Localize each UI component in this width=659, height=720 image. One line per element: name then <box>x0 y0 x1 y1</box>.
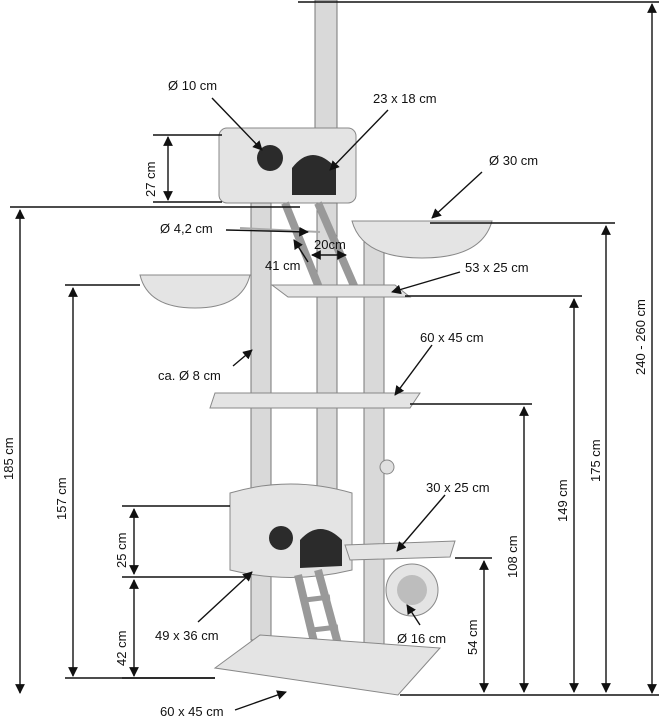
top-house-entrance <box>292 155 336 195</box>
label-height-total: 240 - 260 cm <box>633 299 648 375</box>
label-middle-platform-size: 60 x 45 cm <box>420 330 484 345</box>
top-house-round-hole <box>257 145 283 171</box>
label-ladder-length: 41 cm <box>265 258 300 273</box>
ceiling-pole <box>314 0 338 131</box>
label-small-platform-size: 30 x 25 cm <box>426 480 490 495</box>
label-lower-house-size: 49 x 36 cm <box>155 628 219 643</box>
label-height-175: 175 cm <box>588 439 603 482</box>
label-lower-house-elevation: 42 cm <box>114 631 129 666</box>
label-height-54: 54 cm <box>465 620 480 655</box>
small-platform <box>344 540 456 561</box>
callout-arrows <box>197 97 483 711</box>
dimension-labels: Ø 10 cm 23 x 18 cm 27 cm Ø 30 cm Ø 4,2 c… <box>1 78 648 719</box>
bowl-left <box>139 274 251 309</box>
tunnel-opening <box>397 575 427 605</box>
label-height-185: 185 cm <box>1 437 16 480</box>
upper-platform <box>270 284 412 298</box>
middle-platform <box>209 392 421 409</box>
dimension-lines <box>10 1 659 696</box>
label-hole-top-diameter: Ø 10 cm <box>168 78 217 93</box>
cat-tree-illustration <box>139 0 493 696</box>
post-center-lower <box>316 404 338 491</box>
label-upper-platform-size: 53 x 25 cm <box>465 260 529 275</box>
label-top-house-height: 27 cm <box>143 162 158 197</box>
label-lower-house-height: 25 cm <box>114 533 129 568</box>
label-height-108: 108 cm <box>505 535 520 578</box>
label-base-size: 60 x 45 cm <box>160 704 224 719</box>
label-tunnel-diameter: Ø 16 cm <box>397 631 446 646</box>
bowl-right <box>351 220 493 259</box>
lower-house-entrance <box>300 529 342 568</box>
label-rope-diameter: Ø 4,2 cm <box>160 221 213 236</box>
label-ladder-width: 20cm <box>314 237 346 252</box>
label-bowl-right-diameter: Ø 30 cm <box>489 153 538 168</box>
label-top-house-size: 23 x 18 cm <box>373 91 437 106</box>
lower-house-round-hole <box>269 526 293 550</box>
dangling-ball <box>379 459 395 475</box>
label-post-diameter: ca. Ø 8 cm <box>158 368 221 383</box>
label-height-157: 157 cm <box>54 477 69 520</box>
base-platform <box>213 634 442 696</box>
label-height-149: 149 cm <box>555 479 570 522</box>
